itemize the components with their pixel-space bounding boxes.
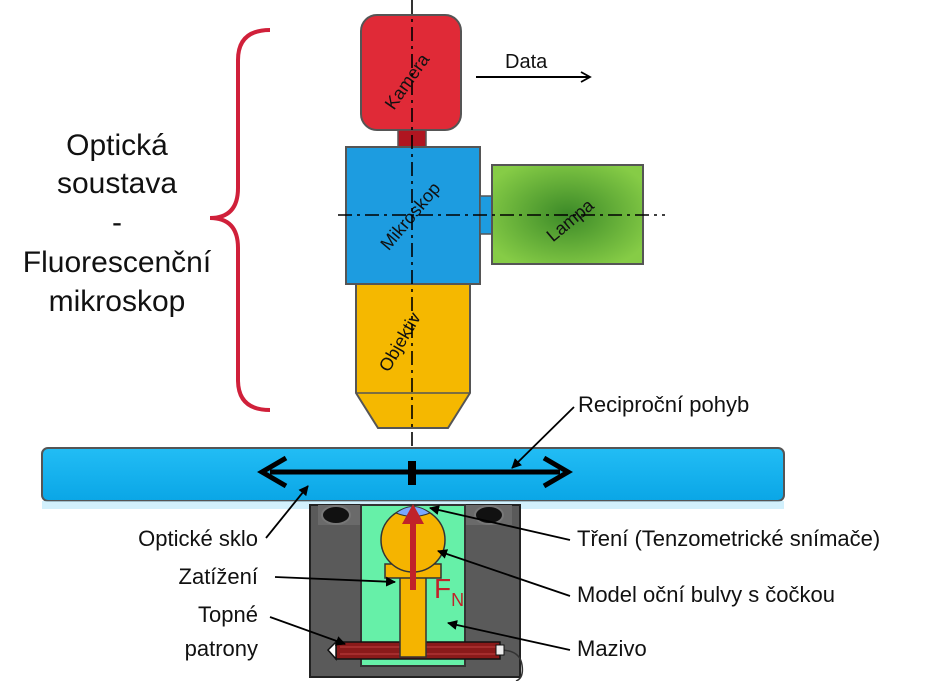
pointer-load xyxy=(274,576,396,587)
group-label-line5: mikroskop xyxy=(49,285,186,318)
normal-force-arrowhead xyxy=(402,504,424,524)
force-symbol: FN xyxy=(434,573,464,610)
reciprocal-arrowhead-left xyxy=(257,455,288,489)
label-lubricant: Mazivo xyxy=(577,636,647,661)
reciprocal-arrowhead-right xyxy=(542,455,573,489)
label-heating-line1: Topné xyxy=(198,602,258,627)
force-sensor-left xyxy=(321,505,351,525)
force-letter: F xyxy=(434,573,451,604)
label-eye-model: Model oční bulvy s čočkou xyxy=(577,582,835,607)
axis-marker xyxy=(408,461,416,485)
label-heating-line2: patrony xyxy=(185,636,258,661)
data-label: Data xyxy=(505,51,548,73)
group-brace xyxy=(209,28,271,412)
group-label-line4: Fluorescenční xyxy=(23,246,212,279)
group-label-line2: soustava xyxy=(57,167,177,200)
force-subscript: N xyxy=(451,590,464,610)
pointer-heating xyxy=(269,616,346,646)
group-label-line1: Optická xyxy=(66,129,168,162)
label-optical-glass: Optické sklo xyxy=(138,526,258,551)
label-load: Zatížení xyxy=(179,564,258,589)
heater-end xyxy=(495,644,505,656)
label-friction: Tření (Tenzometrické snímače) xyxy=(577,526,880,551)
heater-cable xyxy=(499,649,524,681)
objective-body xyxy=(355,283,471,429)
label-reciprocal-motion: Reciproční pohyb xyxy=(578,392,749,417)
pointer-reciprocal xyxy=(511,406,575,469)
group-label-line3: - xyxy=(112,206,122,239)
pointer-lubricant xyxy=(447,620,571,651)
pointer-optical-glass xyxy=(265,485,309,539)
pointer-friction xyxy=(429,505,571,541)
heater-tip xyxy=(326,640,337,661)
pointer-eye-model xyxy=(437,549,571,597)
